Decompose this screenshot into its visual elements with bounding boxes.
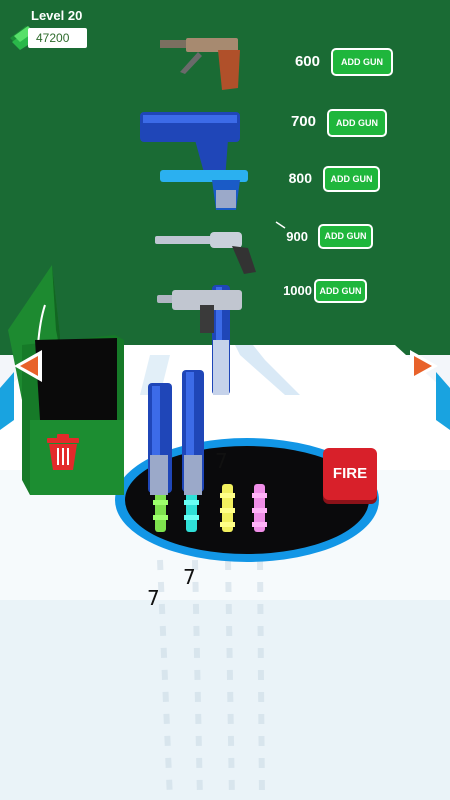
bullet-column-cyan [184, 490, 199, 532]
silver-revolver-icon [155, 221, 286, 274]
add-gun-button-2[interactable]: ADD GUN [327, 109, 387, 137]
bullet-trails [157, 559, 265, 800]
bullet-column-pink [252, 484, 267, 532]
trash-bin-icon [47, 434, 79, 470]
right-arrow-icon[interactable] [410, 350, 438, 382]
placed-gun-2[interactable] [182, 370, 204, 495]
gun-price-3: 800 [288, 170, 312, 186]
gun-price-2: 700 [290, 113, 316, 130]
level-label: Level 20 [31, 8, 83, 23]
ammo-count-2: 7 [183, 565, 196, 589]
ammo-count-3: 7 [147, 586, 160, 610]
ammo-count-1: 7 [215, 449, 228, 473]
placed-gun-1[interactable] [148, 383, 172, 495]
revolver-pistol-icon [160, 38, 240, 90]
left-rail [0, 372, 14, 430]
falling-gun[interactable] [212, 285, 230, 395]
uzi-icon [157, 290, 242, 333]
fire-button[interactable]: FIRE [323, 448, 377, 500]
gun-price-4: 900 [286, 229, 308, 244]
money-value: 47200 [36, 31, 70, 45]
add-gun-button-1[interactable]: ADD GUN [331, 48, 393, 76]
cyan-pistol-icon [160, 170, 248, 210]
add-gun-button-5[interactable]: ADD GUN [314, 279, 367, 303]
blue-pistol-icon [140, 112, 240, 180]
bullet-column-yellow [220, 484, 235, 532]
right-rail [436, 372, 450, 430]
add-gun-button-3[interactable]: ADD GUN [323, 166, 380, 192]
left-arrow-icon[interactable] [14, 350, 42, 382]
bullet-column-green [153, 490, 168, 532]
add-gun-button-4[interactable]: ADD GUN [318, 224, 373, 249]
gun-price-1: 600 [294, 53, 320, 70]
gun-price-5: 1000 [283, 283, 312, 298]
money-display [28, 28, 87, 48]
